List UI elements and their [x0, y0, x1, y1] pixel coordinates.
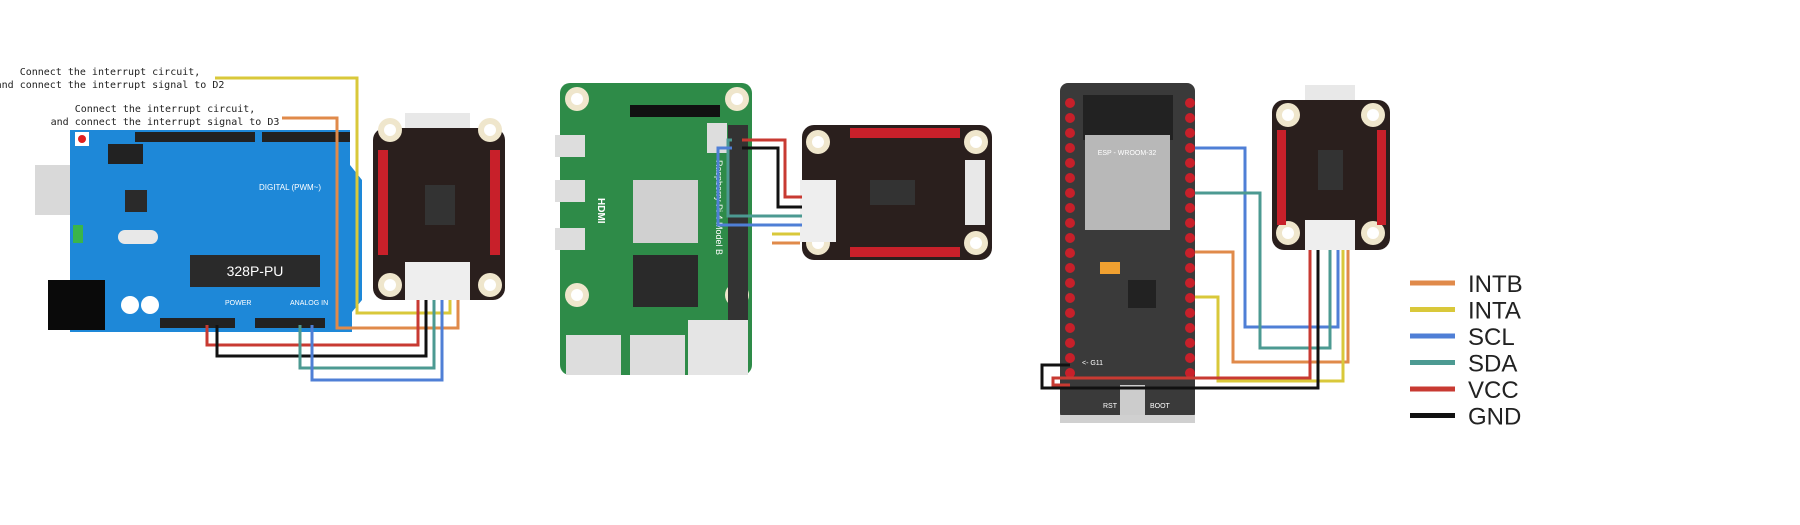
esp-pin — [1065, 203, 1075, 213]
esp-pin — [1185, 368, 1195, 378]
esp32-wires — [1040, 146, 1350, 390]
annotation-d2-line2: and connect the interrupt signal to D2 — [0, 80, 224, 91]
digital-label: DIGITAL (PWM~) — [259, 183, 321, 192]
legend-label: INTB — [1468, 271, 1523, 298]
legend-item-vcc: VCC — [1410, 377, 1519, 404]
legend-label: SDA — [1468, 351, 1517, 378]
esp-pin — [1185, 323, 1195, 333]
esp-pin — [1185, 113, 1195, 123]
esp-pin — [1185, 158, 1195, 168]
esp-pin — [1185, 98, 1195, 108]
power-label: POWER — [225, 300, 251, 307]
esp-pin — [1065, 368, 1075, 378]
esp-pin — [1065, 188, 1075, 198]
chip-label: 328P-PU — [227, 263, 284, 279]
esp-pin — [1185, 278, 1195, 288]
esp-pin — [1185, 353, 1195, 363]
esp-pin — [1065, 158, 1075, 168]
esp-pin — [1185, 173, 1195, 183]
esp-pin — [1185, 308, 1195, 318]
g11-label: <- G11 — [1082, 360, 1103, 367]
esp-pin — [1065, 128, 1075, 138]
esp-module-label: ESP - WROOM-32 — [1098, 150, 1157, 157]
annotation-d3-line1: Connect the interrupt circuit, — [75, 104, 256, 115]
arduino-uno-board: 328P-PU DIGITAL (PWM~) POWER ANALOG IN — [35, 130, 362, 332]
esp-pin — [1185, 203, 1195, 213]
esp-pin — [1185, 218, 1195, 228]
io-expander-module-3 — [1272, 85, 1390, 250]
rpi-wires — [716, 138, 802, 245]
legend-item-inta: INTA — [1410, 298, 1521, 325]
esp-pin — [1065, 113, 1075, 123]
esp-pin — [1065, 233, 1075, 243]
legend-label: INTA — [1468, 298, 1521, 325]
legend-label: VCC — [1468, 377, 1519, 404]
esp-pin — [1065, 353, 1075, 363]
legend-label: SCL — [1468, 324, 1515, 351]
esp-pin — [1065, 143, 1075, 153]
esp-pin — [1065, 248, 1075, 258]
legend-item-sda: SDA — [1410, 351, 1517, 378]
esp-pin — [1185, 143, 1195, 153]
boot-label: BOOT — [1150, 403, 1171, 410]
esp-pin — [1185, 188, 1195, 198]
esp-pin — [1065, 278, 1075, 288]
esp-pin — [1065, 98, 1075, 108]
legend-item-scl: SCL — [1410, 324, 1515, 351]
esp-pin — [1065, 173, 1075, 183]
esp-pin — [1065, 263, 1075, 273]
esp-pin — [1065, 308, 1075, 318]
esp-pin — [1185, 263, 1195, 273]
legend-item-gnd: GND — [1410, 404, 1521, 431]
io-expander-module-1 — [373, 113, 505, 300]
esp-pin — [1185, 338, 1195, 348]
esp-pin — [1185, 293, 1195, 303]
raspberry-pi-board: HDMI Raspberry Pi 4 Model B — [555, 83, 752, 375]
esp-pin — [1065, 293, 1075, 303]
esp-pin-headers — [1065, 98, 1195, 378]
rst-label: RST — [1103, 403, 1118, 410]
esp32-board: ESP - WROOM-32 RST BOOT <- G11 — [1060, 83, 1195, 423]
arduino-wires — [205, 76, 460, 382]
esp-pin — [1185, 248, 1195, 258]
annotation-d3-line2: and connect the interrupt signal to D3 — [51, 117, 280, 128]
esp-pin — [1185, 128, 1195, 138]
io-expander-module-2 — [800, 125, 992, 260]
esp-pin — [1065, 338, 1075, 348]
analog-label: ANALOG IN — [290, 300, 328, 307]
esp-pin — [1065, 218, 1075, 228]
esp-pin — [1185, 233, 1195, 243]
legend-label: GND — [1468, 404, 1521, 431]
annotation-d2-line1: Connect the interrupt circuit, — [20, 67, 201, 78]
esp-pin — [1065, 323, 1075, 333]
legend-item-intb: INTB — [1410, 271, 1523, 298]
hdmi-label: HDMI — [595, 198, 606, 224]
